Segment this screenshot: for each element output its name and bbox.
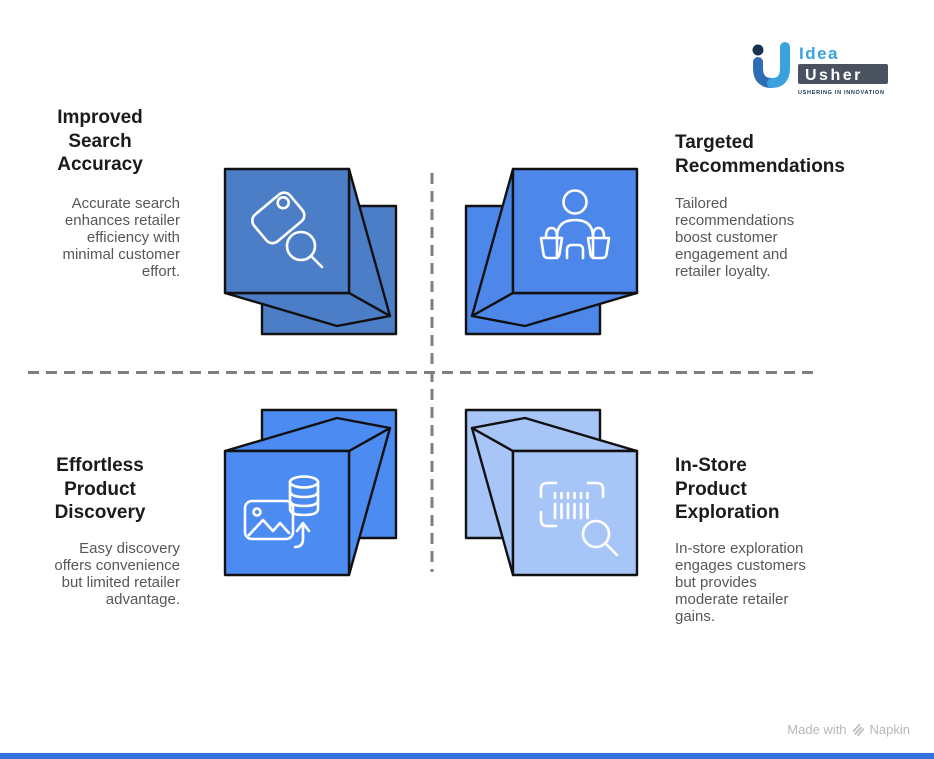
customer-shopping-bags-icon (539, 189, 611, 260)
idea-usher-monogram (752, 42, 790, 88)
logo-tagline: USHERING IN INNOVATION (798, 90, 885, 96)
quadrant-bottom-right-text: In-Store Product Exploration (675, 454, 870, 525)
quadrant-description: Accurate search enhances retailer effici… (62, 195, 180, 280)
credit-prefix: Made with (787, 722, 847, 737)
quadrant-description: Easy discovery offers convenience but li… (54, 540, 180, 608)
idea-usher-logo: Idea Usher USHERING IN INNOVATION (752, 42, 888, 96)
quadrant-top-right-text: Targeted Recommendations (675, 131, 870, 178)
quadrant-description: In-store exploration engages customers b… (675, 540, 806, 625)
quadrant-top-left-description: Accurate search enhances retailer effici… (25, 195, 180, 280)
cube-effortless-discovery (223, 408, 398, 577)
cube-in-store-exploration (464, 408, 639, 577)
logo-brand-box (798, 64, 888, 84)
quadrant-title: In-Store Product Exploration (675, 455, 780, 523)
napkin-credit-link[interactable]: Made with Napkin (787, 722, 910, 737)
quadrant-bottom-left-description: Easy discovery offers convenience but li… (25, 540, 180, 608)
quadrant-title: Improved Search Accuracy (57, 107, 143, 175)
quadrant-bottom-left-text: Effortless Product Discovery (25, 454, 175, 525)
credit-brand: Napkin (869, 722, 910, 737)
barcode-search-icon (539, 481, 619, 557)
quadrant-top-left-text: Improved Search Accuracy (25, 106, 175, 177)
bottom-accent-bar (0, 753, 934, 759)
napkin-logo-icon (852, 723, 864, 736)
cube-improved-search (223, 167, 398, 336)
tag-search-icon (251, 191, 324, 269)
quadrant-top-right-description: Tailored recommendations boost customer … (675, 195, 870, 280)
image-database-upload-icon (243, 475, 320, 549)
quadrant-bottom-right-description: In-store exploration engages customers b… (675, 540, 870, 625)
quadrant-title: Targeted Recommendations (675, 132, 845, 177)
quadrant-title: Effortless Product Discovery (54, 455, 146, 523)
logo-brand-top: Idea (799, 44, 839, 63)
quadrant-description: Tailored recommendations boost customer … (675, 195, 795, 280)
cube-targeted-recommendations (464, 167, 639, 336)
logo-brand-bottom: Usher (805, 67, 863, 84)
